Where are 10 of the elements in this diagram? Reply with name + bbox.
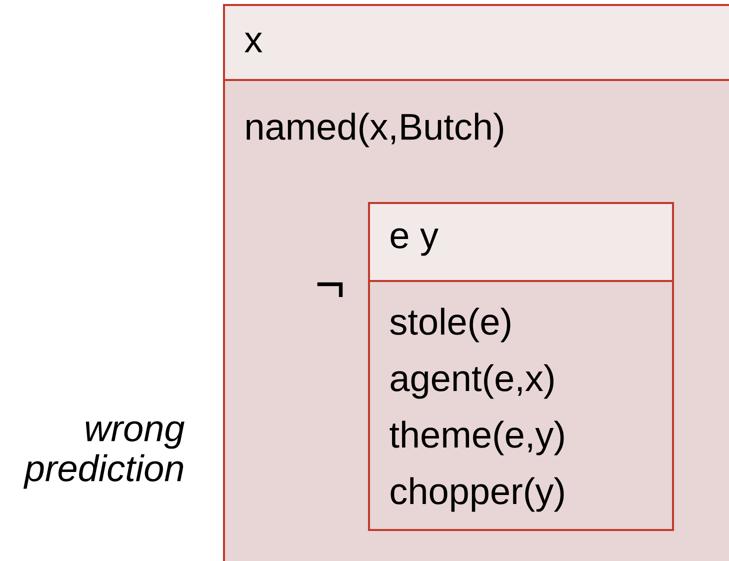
negation-symbol: ¬ bbox=[317, 282, 343, 297]
condition-text: theme(e,y) bbox=[390, 420, 564, 456]
condition-text: chopper(y) bbox=[390, 477, 564, 512]
condition-text: stole(e) bbox=[390, 308, 510, 342]
condition-text: named(x,Butch) bbox=[246, 112, 504, 148]
drs-box bbox=[368, 202, 674, 531]
annotation-text: wrong prediction bbox=[23, 421, 184, 489]
referent-list: x bbox=[244, 32, 262, 52]
referent-list: e y bbox=[390, 228, 438, 256]
condition-text: agent(e,x) bbox=[390, 364, 554, 399]
